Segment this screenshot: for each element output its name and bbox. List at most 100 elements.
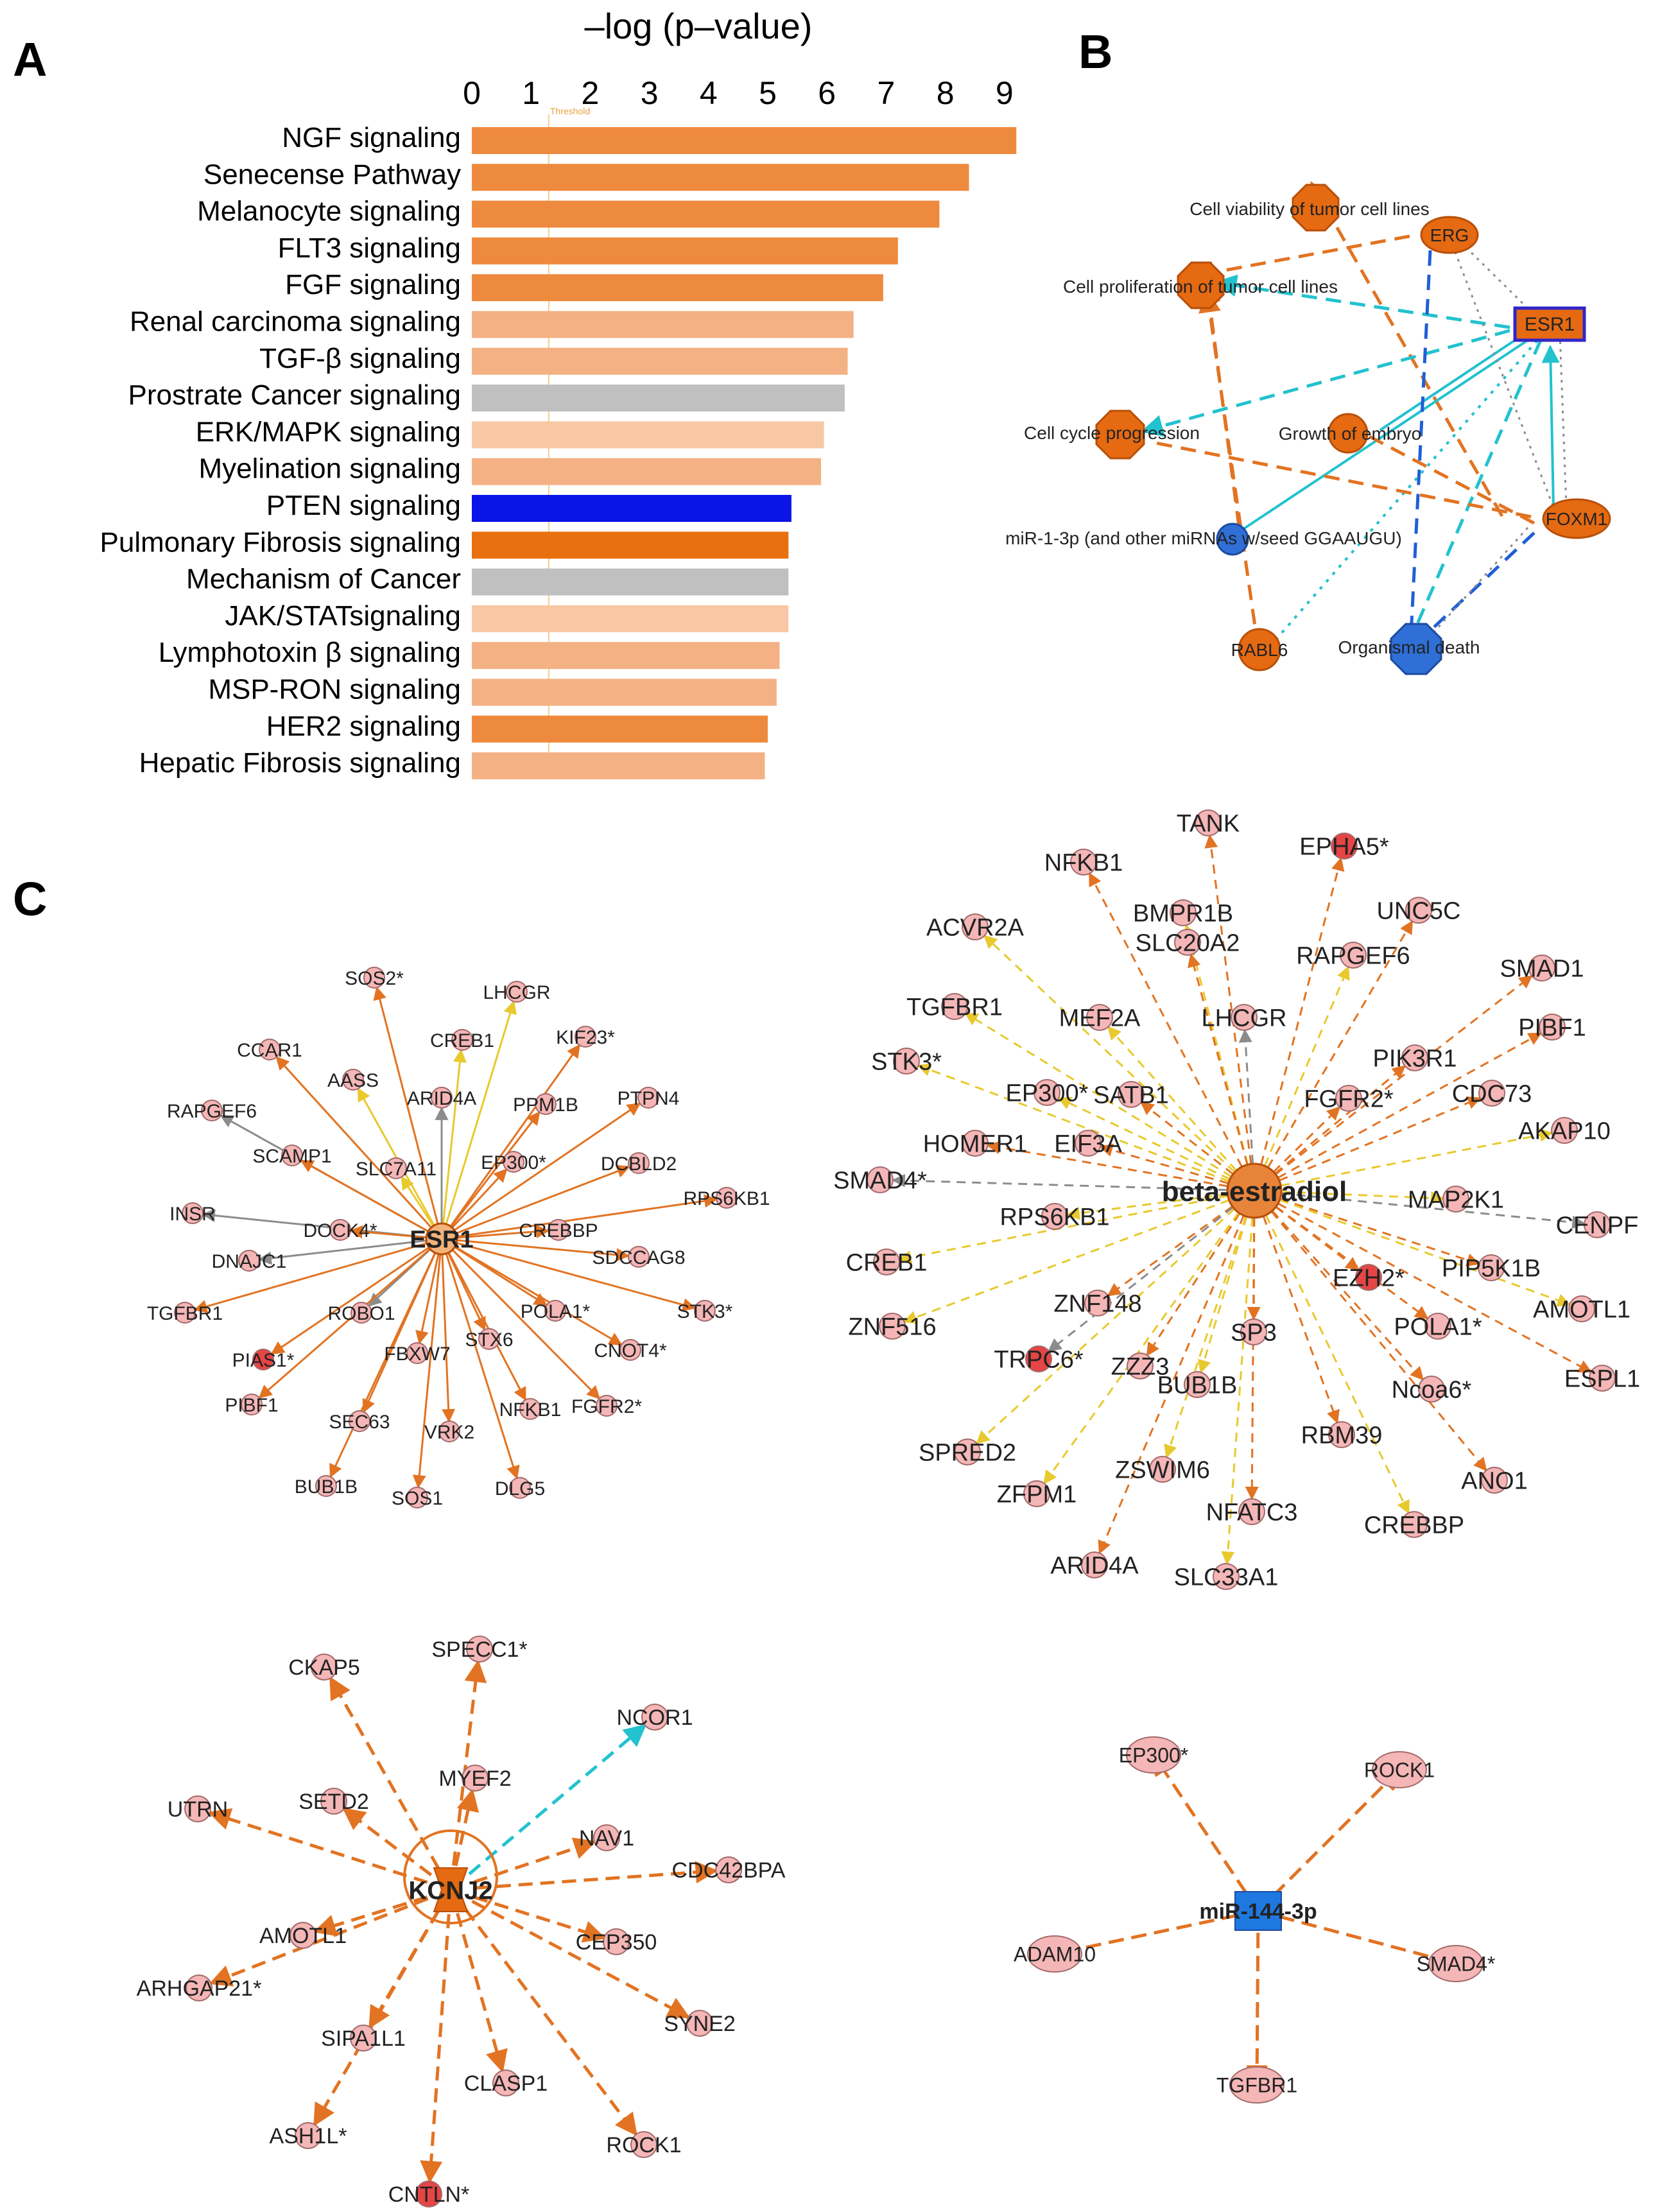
node-espl1 xyxy=(1589,1365,1616,1392)
node-ncor1 xyxy=(641,1704,668,1731)
node-clasp1 xyxy=(492,2069,519,2096)
bar-pten-signaling xyxy=(472,495,791,522)
panel-label-b: B xyxy=(1078,25,1112,78)
node-slc33a1 xyxy=(1213,1563,1240,1590)
category-label: FGF signaling xyxy=(285,269,461,300)
center-label: beta-estradiol xyxy=(1162,1176,1347,1207)
node-label: PIAS1* xyxy=(232,1350,295,1371)
x-tick-label: 2 xyxy=(581,75,599,111)
node-scamp1 xyxy=(281,1145,303,1166)
node-label: LHCGR xyxy=(483,982,550,1003)
edge-lhcgr xyxy=(1238,1028,1254,1164)
svg-text:Cell viability of tumor cell l: Cell viability of tumor cell lines xyxy=(1189,199,1429,219)
node-label: SMAD4* xyxy=(833,1168,927,1195)
node-label: PTPN4 xyxy=(618,1088,680,1109)
edge-rps6kb1 xyxy=(456,1194,718,1238)
node-label: CNTLN* xyxy=(388,2182,470,2207)
edge-smad4 xyxy=(1279,1915,1439,1961)
node-ckap5 xyxy=(311,1654,338,1681)
edge-dnajc1 xyxy=(257,1240,427,1265)
node-crebbp xyxy=(1401,1511,1428,1538)
node-dcbld2 xyxy=(628,1152,650,1174)
node-lhcgr xyxy=(1231,1004,1258,1031)
node-utrn xyxy=(184,1795,211,1822)
node-slc7a11 xyxy=(385,1157,407,1179)
node-nfkb1 xyxy=(519,1398,541,1420)
center-shape xyxy=(1234,1891,1282,1931)
node-satb1 xyxy=(1118,1081,1145,1108)
net-estradiol-edges xyxy=(891,834,1593,1566)
node-cell-cycle: Cell cycle progression xyxy=(1024,410,1200,460)
node-pias1 xyxy=(252,1349,274,1370)
edge-rbm39 xyxy=(1262,1216,1340,1424)
edge-zzz3 xyxy=(1146,1213,1241,1357)
category-label: Pulmonary Fibrosis signaling xyxy=(100,526,461,558)
bar-flt3-signaling xyxy=(472,237,898,264)
x-tick-label: 4 xyxy=(700,75,718,111)
node-label: PPM1B xyxy=(513,1094,578,1116)
node-label: RAPGEF6 xyxy=(167,1101,257,1122)
node-rapgef6 xyxy=(1340,942,1367,969)
node-zzz3 xyxy=(1127,1352,1154,1379)
node-label: PIBF1 xyxy=(1518,1015,1586,1042)
edge-ep300 xyxy=(451,1168,508,1229)
edge-ckap5 xyxy=(329,1676,440,1870)
node-sec63 xyxy=(349,1410,370,1432)
category-label: FLT3 signaling xyxy=(278,232,461,264)
node-adam10 xyxy=(1027,1935,1082,1973)
node-label: AKAP10 xyxy=(1518,1118,1611,1145)
edge-ep300 xyxy=(1162,1768,1248,1894)
node-slc20a2 xyxy=(1174,929,1201,956)
node-label: CNOT4* xyxy=(594,1340,667,1361)
node-label: STK3* xyxy=(871,1049,942,1076)
edge-rapgef6 xyxy=(1263,965,1350,1166)
node-label: LHCGR xyxy=(1201,1005,1286,1032)
edge-acvr2a xyxy=(983,935,1236,1173)
edge-ccar1 xyxy=(275,1056,432,1229)
edge-ncor1 xyxy=(468,1724,647,1876)
node-label: SEC63 xyxy=(329,1412,390,1433)
node-tgfbr1 xyxy=(1229,2066,1284,2104)
edge-unc5c xyxy=(1267,920,1414,1168)
node-ccar1 xyxy=(259,1039,281,1060)
node-smad4 xyxy=(1428,1945,1483,1982)
bar-ngf-signaling xyxy=(472,127,1017,154)
edge-amotl1 xyxy=(313,1895,428,1937)
node-homer1 xyxy=(962,1130,989,1157)
edge-rock1 xyxy=(1272,1781,1388,1897)
node-label: ZNF148 xyxy=(1053,1291,1141,1318)
edge-lhcgr xyxy=(445,1000,517,1225)
node-aass xyxy=(342,1069,364,1091)
bar-pulmonary-fibrosis-signaling xyxy=(472,531,789,559)
x-tick-label: 3 xyxy=(641,75,659,111)
node-sp3 xyxy=(1240,1318,1267,1345)
bars xyxy=(472,127,1017,780)
node-label: UTRN xyxy=(168,1797,228,1822)
net-esr1-edges xyxy=(193,986,718,1489)
category-label: Prostrate Cancer signaling xyxy=(128,379,461,411)
node-label: RBM39 xyxy=(1301,1422,1383,1449)
node-pibf1 xyxy=(1539,1014,1566,1041)
edge-arhgap21 xyxy=(209,1897,429,1987)
node-cdc42bpa xyxy=(715,1856,742,1883)
node-label: STX6 xyxy=(465,1329,513,1351)
node-label: NFKB1 xyxy=(1044,850,1123,877)
bar-myelination-signaling xyxy=(472,458,821,485)
svg-text:Cell cycle progression: Cell cycle progression xyxy=(1024,423,1200,443)
node-znf148 xyxy=(1084,1290,1111,1317)
node-label: SMAD4* xyxy=(1417,1953,1496,1976)
node-label: ROBO1 xyxy=(327,1303,395,1324)
node-label: CCAR1 xyxy=(237,1040,302,1061)
node-ep300 xyxy=(1034,1079,1060,1106)
edge-fgfr2 xyxy=(451,1249,601,1400)
node-label: DNAJC1 xyxy=(212,1251,287,1272)
edge-zfpm1 xyxy=(1043,1212,1240,1485)
node-vrk2 xyxy=(438,1421,460,1442)
node-cell-proliferation: Cell proliferation of tumor cell lines xyxy=(1063,261,1338,309)
edge-creb1 xyxy=(897,1195,1229,1264)
node-label: DCBLD2 xyxy=(601,1154,677,1175)
node-pibf1 xyxy=(241,1394,263,1415)
edge-pip5k1b xyxy=(1279,1198,1480,1266)
